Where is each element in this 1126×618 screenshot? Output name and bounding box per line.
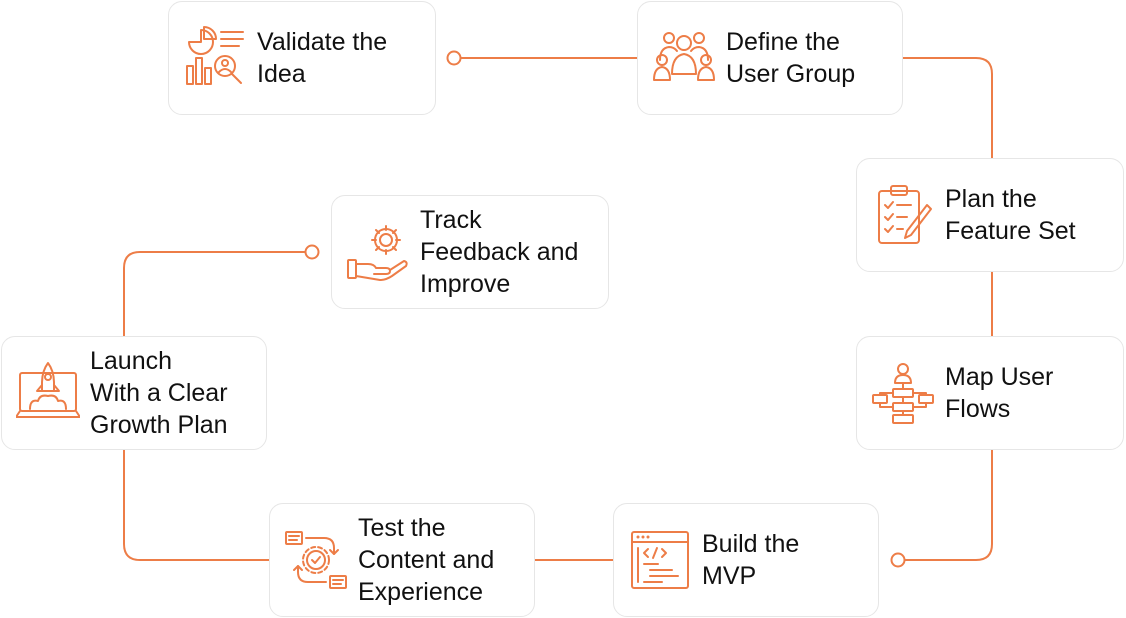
step-card-track-feedback: Track Feedback and Improve: [331, 195, 609, 309]
analytics-report-icon: [183, 26, 247, 90]
user-group-icon: [652, 26, 716, 90]
step-card-define-user-group: Define the User Group: [637, 1, 903, 115]
clipboard-checklist-icon: [871, 183, 935, 247]
step-label: Build the MVP: [702, 530, 800, 590]
step-label: Define the User Group: [726, 28, 856, 88]
step-label: Launch With a Clear Growth Plan: [90, 347, 228, 439]
connector-launch-to-track: [123, 251, 305, 336]
connector-test-to-launch: [123, 450, 269, 561]
step-label: Track Feedback and Improve: [420, 206, 579, 298]
step-label: Plan the Feature Set: [945, 185, 1076, 245]
user-flow-chart-icon: [871, 361, 935, 425]
step-card-validate-idea: Validate the Idea: [168, 1, 436, 115]
step-card-map-user-flows: Map User Flows: [856, 336, 1124, 450]
test-cycle-gear-icon: [284, 528, 348, 592]
connector-end-dot: [304, 244, 320, 260]
step-card-build-mvp: Build the MVP: [613, 503, 879, 617]
step-card-test-content-experience: Test the Content and Experience: [269, 503, 535, 617]
connector-map-to-build: [905, 450, 993, 561]
step-card-plan-feature-set: Plan the Feature Set: [856, 158, 1124, 272]
connector-define-to-plan: [903, 57, 993, 158]
connector-build-dot: [890, 552, 906, 568]
hand-gear-icon: [346, 220, 410, 284]
connector-start-dot: [446, 50, 462, 66]
step-label: Map User Flows: [945, 363, 1054, 423]
code-window-icon: [628, 528, 692, 592]
step-label: Validate the Idea: [257, 28, 388, 88]
rocket-launch-icon: [16, 361, 80, 425]
step-label: Test the Content and Experience: [358, 514, 495, 606]
step-card-launch-growth-plan: Launch With a Clear Growth Plan: [1, 336, 267, 450]
